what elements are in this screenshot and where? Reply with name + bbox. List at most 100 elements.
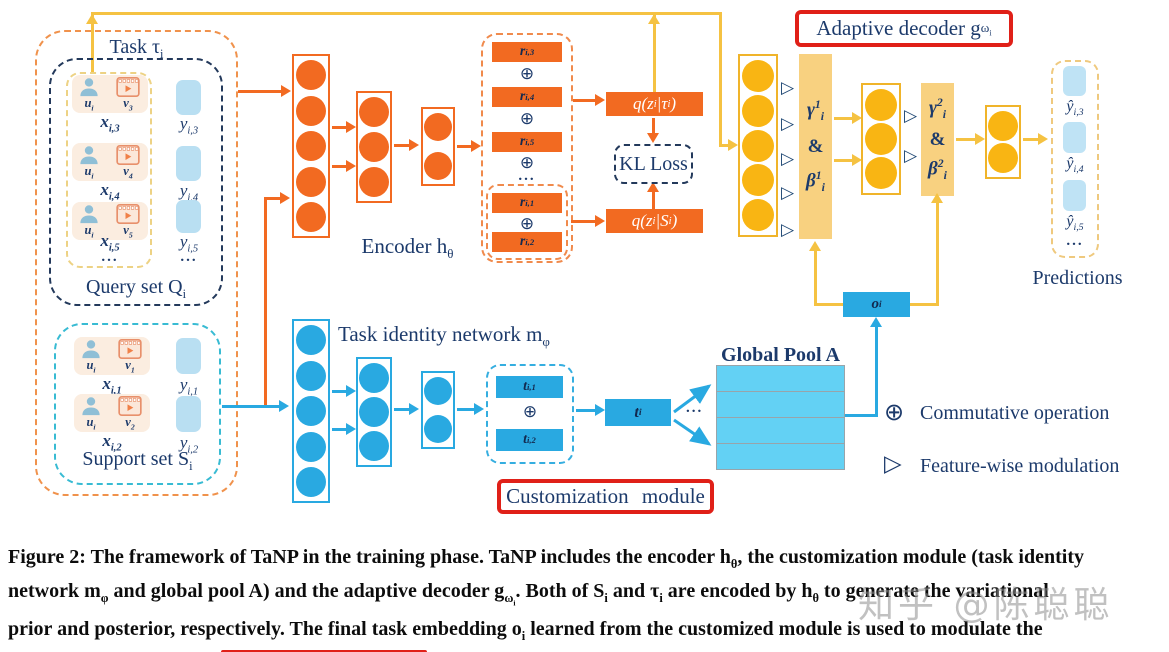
support-branch-arrow-icon (280, 192, 290, 204)
support-pair-2: ui v2 (74, 394, 150, 432)
encoder-l2-l3-line (394, 144, 412, 147)
query-x-group-box (66, 72, 152, 268)
beta1-label: β1i (806, 168, 825, 194)
user-label: ui (84, 164, 94, 181)
user-label: ui (84, 223, 94, 240)
figure-caption: Figure 2: The framework of TaNP in the t… (8, 544, 1164, 652)
pool-to-o-horizontal (845, 414, 878, 417)
triangle-legend-text: Feature-wise modulation (920, 455, 1120, 477)
prediction-bar (1063, 122, 1086, 153)
x-label: xi,3 (100, 112, 120, 135)
tstack-to-t-arrow-icon (595, 404, 605, 416)
query-to-encoder-line (238, 90, 284, 93)
film1-to-l2-line-a (834, 117, 854, 120)
pool-to-o-arrow-icon (870, 317, 882, 327)
predictions-ellipsis: ... (1066, 233, 1084, 249)
decoder-layer-1 (738, 54, 778, 237)
kl-loss-label: KL Loss (619, 152, 688, 175)
concat-connector-into-decoder (719, 144, 731, 147)
encoder-layer-1 (292, 54, 330, 238)
user-label: ui (86, 415, 96, 432)
rating-bar (176, 338, 201, 374)
tin-l2-l3-arrow-icon (409, 403, 419, 415)
film-box-2: γ2i & β2i (921, 83, 954, 196)
rstack-to-qs-arrow-icon (595, 215, 605, 227)
video-icon (118, 339, 142, 359)
item-label: v4 (123, 164, 133, 181)
r-stack-support-box (486, 184, 568, 260)
oplus-icon: ⊕ (519, 109, 535, 129)
query-y-ellipsis: ... (180, 249, 198, 265)
task-box (35, 30, 238, 496)
rating-bar (176, 200, 201, 233)
o-to-film2-horizontal (910, 303, 939, 306)
rating-bar (176, 146, 201, 181)
video-icon (116, 204, 140, 224)
triangle-legend-icon: ▷ (884, 451, 902, 477)
global-pool-table (716, 365, 845, 470)
r-stack-box (481, 33, 573, 263)
global-pool-label: Global Pool A (721, 344, 840, 366)
rstack-to-qtau-line (573, 99, 597, 102)
film1-to-l2-line-b (834, 159, 854, 162)
decoder-to-predictions-line (1023, 138, 1040, 141)
pool-row (716, 391, 845, 418)
encoder-l2-l3-arrow-icon (409, 139, 419, 151)
encoder-layer-3 (421, 107, 455, 186)
video-icon (116, 77, 140, 97)
modulation-triangle-icon: ▷ (781, 78, 795, 98)
film1-to-l2-arrow-a-icon (852, 112, 862, 124)
query-pair-1: ui v3 (72, 75, 148, 113)
tin-l1-l2-arrow-a-icon (346, 385, 356, 397)
query-set-box (49, 58, 223, 306)
film-box-1: γ1i & β1i (799, 54, 832, 239)
encoder-l1-l2-arrow-a-icon (346, 121, 356, 133)
concat-connector-top-line (91, 12, 721, 15)
x-label: xi,4 (100, 180, 120, 203)
tin-to-tstack-arrow-icon (474, 403, 484, 415)
rstack-to-qtau-arrow-icon (595, 94, 605, 106)
tin-layer-2 (356, 357, 392, 467)
qs-to-kl-line (652, 191, 655, 209)
query-x-ellipsis: ... (101, 249, 119, 265)
encoder-l1-l2-line-a (332, 126, 349, 129)
user-icon (80, 78, 98, 97)
gamma2-label: γ2i (928, 96, 947, 122)
prediction-bar (1063, 180, 1086, 211)
user-icon (80, 205, 98, 224)
support-set-label: Support set Si (82, 448, 193, 473)
query-to-encoder-arrow-icon (281, 85, 291, 97)
o-to-film2-arrow-icon (931, 193, 943, 203)
encoder-label: Encoder hθ (361, 234, 454, 262)
encoder-layer-2 (356, 91, 392, 203)
support-to-tin-line (222, 405, 282, 408)
video-icon (118, 396, 142, 416)
qtau-to-kl-line (652, 118, 655, 135)
caption-line-2: network mφ and global pool A) and the ad… (8, 579, 1049, 607)
gamma1-label: γ1i (806, 98, 825, 124)
oplus-icon: ⊕ (522, 402, 538, 422)
query-pair-2: ui v4 (72, 143, 148, 181)
concat-connector-right-drop (719, 12, 722, 146)
support-to-tin-arrow-icon (279, 400, 289, 412)
support-branch-horizontal (264, 197, 282, 200)
o-to-film1-horizontal (814, 303, 843, 306)
o-to-film1-vertical (814, 248, 817, 306)
y-label: yi,1 (179, 375, 199, 398)
y-label: yi,2 (179, 433, 199, 456)
y-label: yi,5 (179, 232, 199, 255)
rating-bar (176, 396, 201, 432)
qtau-to-kl-arrow-icon (647, 133, 659, 143)
pool-row (716, 443, 845, 470)
t-stack-box (486, 364, 574, 464)
